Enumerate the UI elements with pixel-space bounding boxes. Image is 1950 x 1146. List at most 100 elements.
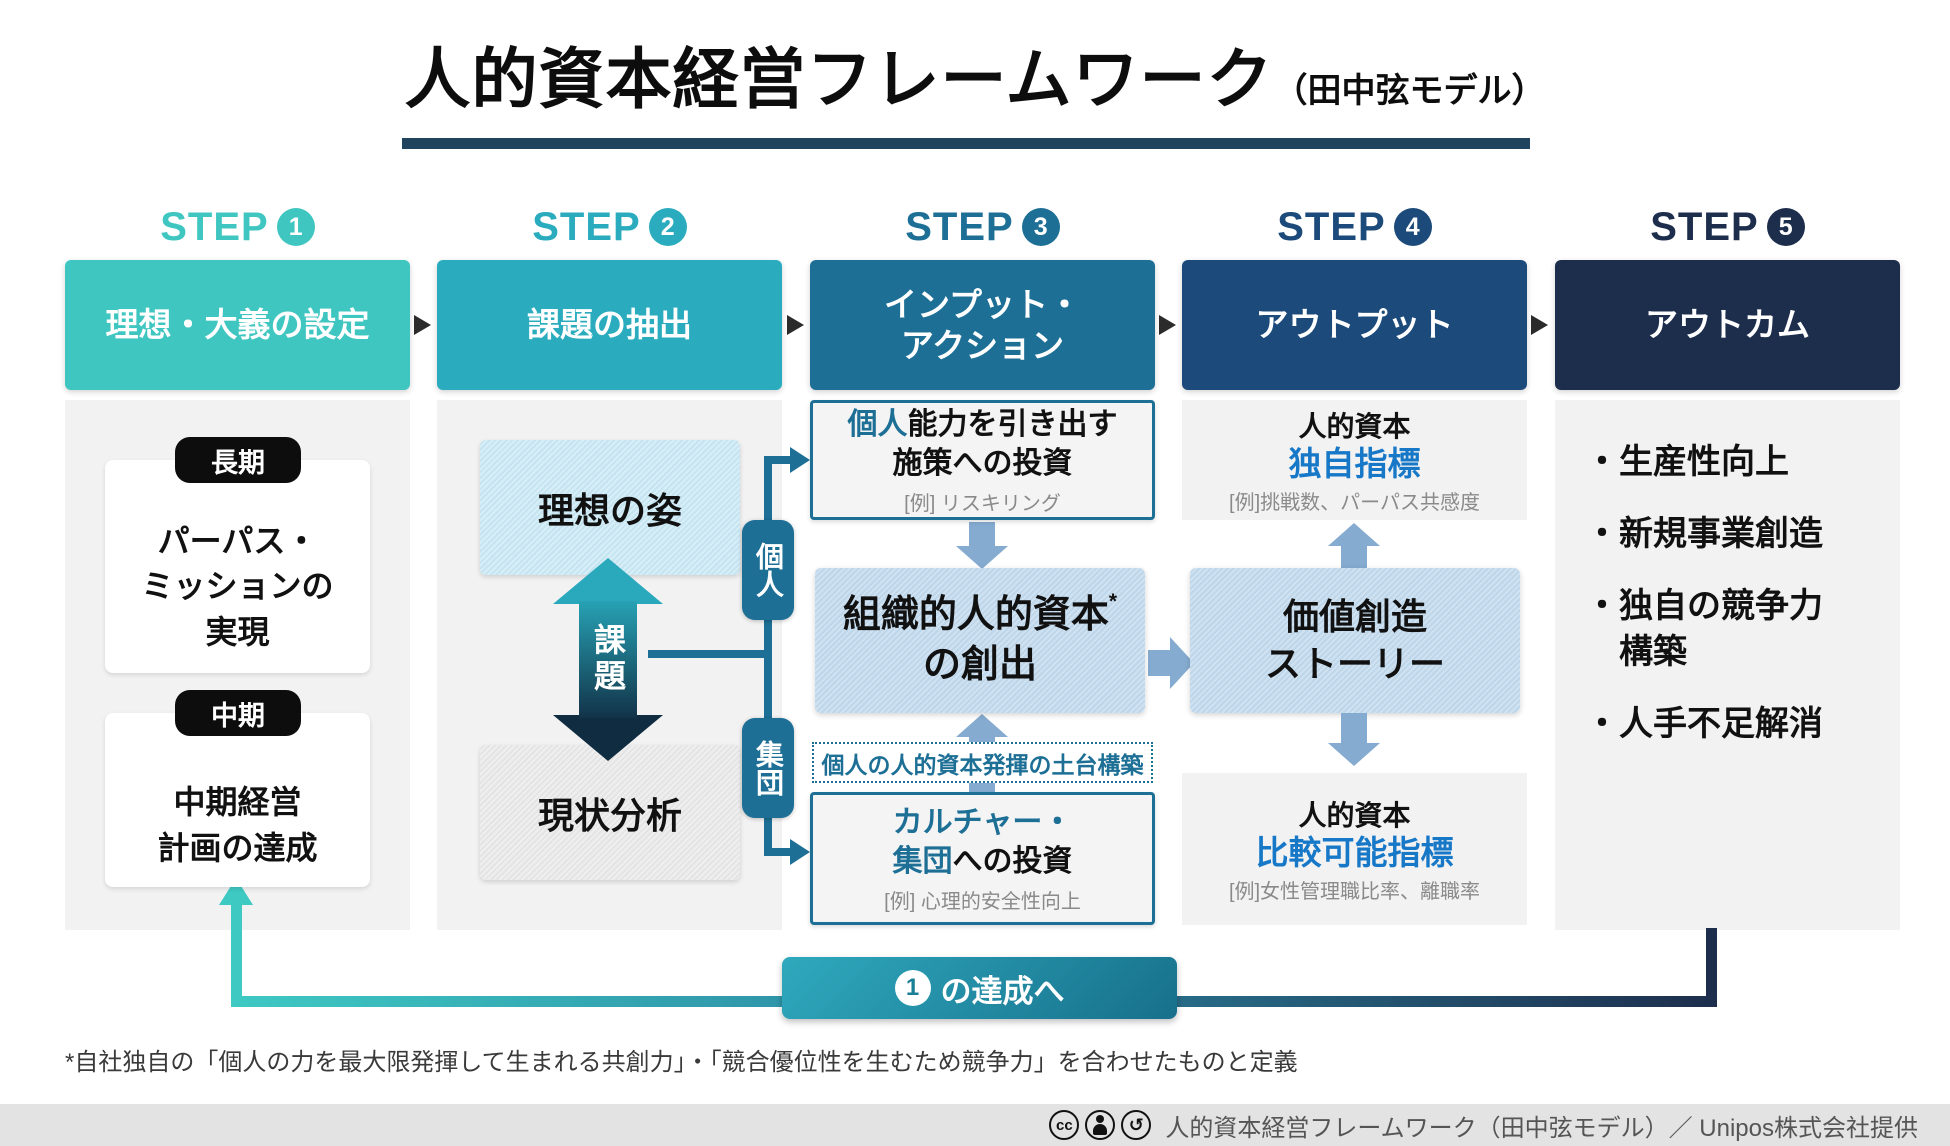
list-item: ・ 独自の競争力 構築 <box>1585 584 1885 676</box>
outcome-text: 人手不足解消 <box>1619 704 1823 743</box>
foundation-box: 個人の人的資本発揮の土台構築 <box>812 742 1153 783</box>
metric-example: [例]挑戦数、パーパス共感度 <box>1229 492 1480 515</box>
step-arrow-icon <box>1531 315 1548 335</box>
ideal-state-box: 理想の姿 <box>480 440 740 575</box>
up-arrow-icon <box>1328 523 1380 546</box>
step-word: STEP <box>1650 204 1759 249</box>
step-word: STEP <box>1277 204 1386 249</box>
credit-text: 人的資本経営フレームワーク（田中弦モデル）／ Unipos株式会社提供 <box>1165 1114 1918 1142</box>
asterisk: * <box>1108 590 1118 614</box>
metric-name: 独自指標 <box>1288 444 1421 482</box>
step-number-badge: 4 <box>1393 208 1432 246</box>
step-arrow-icon <box>787 315 804 335</box>
metric-name: 比較可能指標 <box>1255 833 1454 871</box>
right-arrow-shaft <box>1148 650 1170 676</box>
up-arrow-icon <box>956 714 1008 737</box>
footer-bar: cc ↺ 人的資本経営フレームワーク（田中弦モデル）／ Unipos株式会社提供 <box>0 1104 1950 1146</box>
invest-line1: 個人能力を引き出す <box>848 405 1118 444</box>
up-arrow-shaft <box>969 783 995 792</box>
step-label-2: STEP 2 <box>437 200 782 254</box>
step-number-badge: 3 <box>1021 208 1060 246</box>
list-item: ・ 人手不足解消 <box>1585 702 1885 748</box>
long-term-badge: 長期 <box>175 437 301 483</box>
step5-header-box: アウトカム <box>1555 260 1900 390</box>
list-item: ・ 新規事業創造 <box>1585 512 1885 558</box>
connector-line <box>764 848 794 856</box>
bullet-icon: ・ <box>1585 514 1619 553</box>
step-label-3: STEP 3 <box>810 200 1155 254</box>
outcome-text: 新規事業創造 <box>1619 514 1823 553</box>
step-number-badge: 2 <box>648 208 687 246</box>
bullet-icon: ・ <box>1585 704 1619 743</box>
sa-icon: ↺ <box>1121 1110 1152 1140</box>
step-label-1: STEP 1 <box>65 200 410 254</box>
achieve-step1-banner: 1 の達成へ <box>782 957 1177 1019</box>
step-arrow-icon <box>1159 315 1176 335</box>
org-line2: の創出 <box>922 643 1037 686</box>
metric-example: [例]女性管理職比率、離職率 <box>1228 881 1481 904</box>
list-item: ・ 生産性向上 <box>1585 440 1885 486</box>
step-number-badge: 5 <box>1766 208 1805 246</box>
gap-arrow-shaft <box>579 601 637 718</box>
step1-circle-icon: 1 <box>894 970 931 1006</box>
step-label-5: STEP 5 <box>1555 200 1900 254</box>
footnote: *自社独自の「個人の力を最大限発揮して生まれる共創力」・「競合優位性を生むため競… <box>65 1049 1298 1076</box>
individual-investment-box: 個人能力を引き出す 施策への投資 [例] リスキリング <box>810 400 1155 520</box>
step1-header-box: 理想・大義の設定 <box>65 260 410 390</box>
connector-arrow-icon <box>790 447 810 473</box>
culture-line1: カルチャー・ <box>892 806 1073 839</box>
unique-metrics-box: 人的資本 独自指標 [例]挑戦数、パーパス共感度 <box>1182 400 1527 520</box>
title-underline <box>402 138 1530 149</box>
org-human-capital-box: 組織的人的資本* の創出 <box>815 568 1145 713</box>
up-arrow-shaft <box>1341 546 1367 568</box>
connector-line <box>648 650 768 658</box>
highlight-individual: 個人 <box>847 407 908 441</box>
step-arrow-icon <box>414 315 431 335</box>
invest-example: [例] リスキリング <box>904 492 1061 515</box>
org-line1: 組織的人的資本* <box>843 591 1117 640</box>
connector-line <box>764 456 794 464</box>
invest-line1-rest: 能力を引き出す <box>907 407 1118 441</box>
connector-line <box>764 456 772 856</box>
page-title: 人的資本経営フレームワーク （田中弦モデル） <box>0 26 1950 122</box>
step-word: STEP <box>905 204 1014 249</box>
highlight-group: 集団 <box>892 845 953 878</box>
culture-example: [例] 心理的安全性向上 <box>884 891 1081 913</box>
down-arrow-icon <box>1328 743 1380 766</box>
gap-arrow-up-icon <box>553 558 663 604</box>
title-sub: （田中弦モデル） <box>1273 72 1546 110</box>
invest-line2: 施策への投資 <box>892 446 1073 480</box>
step-word: STEP <box>532 204 641 249</box>
comparable-metrics-box: 人的資本 比較可能指標 [例]女性管理職比率、離職率 <box>1182 773 1527 925</box>
up-arrow-shaft <box>969 737 995 742</box>
culture-investment-box: カルチャー・ 集団への投資 [例] 心理的安全性向上 <box>810 792 1155 925</box>
culture-line2-rest: への投資 <box>952 845 1073 878</box>
outcome-text: 生産性向上 <box>1619 443 1789 481</box>
org-text: 組織的人的資本 <box>842 594 1109 637</box>
metric-title: 人的資本 <box>1298 799 1411 831</box>
cc-icon: cc <box>1049 1110 1080 1140</box>
gap-arrow-down-icon <box>553 715 663 761</box>
feedback-line-left <box>231 902 242 1002</box>
mid-term-plan-card: 中期経営 計画の達成 <box>105 713 370 887</box>
culture-line2: 集団への投資 <box>893 842 1073 881</box>
bullet-icon: ・ <box>1585 443 1619 481</box>
step3-header-box: インプット・ アクション <box>810 260 1155 390</box>
step-number-badge: 1 <box>276 208 315 246</box>
purpose-mission-card: パーパス・ ミッションの 実現 <box>105 460 370 673</box>
down-arrow-shaft <box>1341 713 1367 743</box>
step5-panel <box>1555 400 1900 930</box>
outcome-list: ・ 生産性向上 ・ 新規事業創造 ・ 独自の競争力 構築 ・ 人手不足解消 <box>1585 440 1885 747</box>
down-arrow-icon <box>956 546 1008 569</box>
gap-label: 課題 <box>590 623 626 695</box>
connector-arrow-icon <box>790 839 810 865</box>
feedback-line-right <box>1706 928 1717 1003</box>
group-pill: 集団 <box>742 718 794 818</box>
step4-header-box: アウトプット <box>1182 260 1527 390</box>
license-icons: cc ↺ <box>1049 1110 1152 1140</box>
by-icon <box>1085 1110 1116 1140</box>
step2-header-box: 課題の抽出 <box>437 260 782 390</box>
outcome-text: 独自の競争力 構築 <box>1619 586 1823 671</box>
title-main: 人的資本経営フレームワーク <box>404 42 1274 116</box>
